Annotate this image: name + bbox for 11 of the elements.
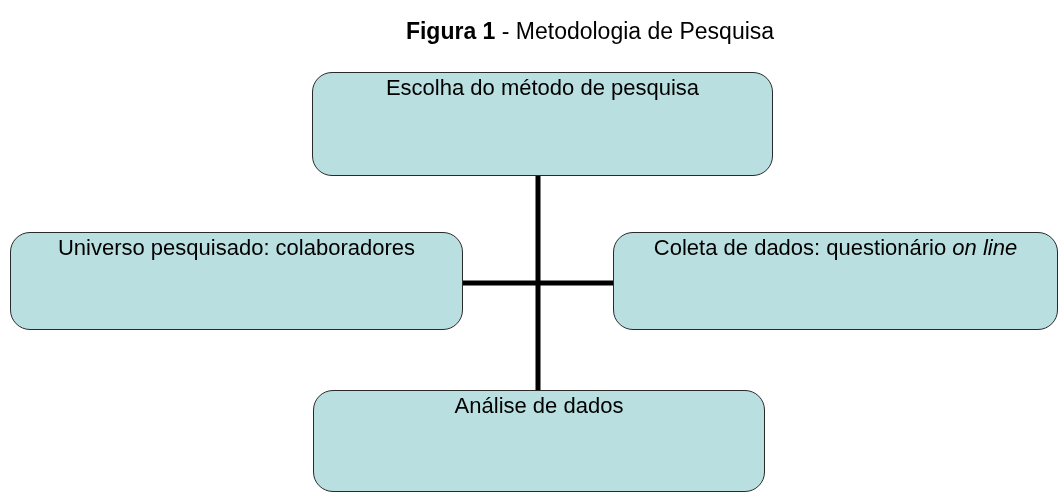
box-text: Universo pesquisado: colaboradores bbox=[57, 235, 416, 260]
box-text: Coleta de dados: questionário on line bbox=[653, 235, 1018, 260]
process-box bbox=[313, 390, 765, 492]
box-text: Escolha do método de pesquisa bbox=[385, 75, 700, 100]
box-text: Análise de dados bbox=[454, 393, 624, 418]
process-box bbox=[10, 232, 463, 330]
connector-line bbox=[535, 176, 541, 390]
process-box bbox=[312, 72, 773, 176]
connector-line bbox=[463, 280, 613, 286]
figure-title: Figura 1 - Metodologia de Pesquisa bbox=[404, 18, 776, 45]
process-box bbox=[613, 232, 1058, 330]
